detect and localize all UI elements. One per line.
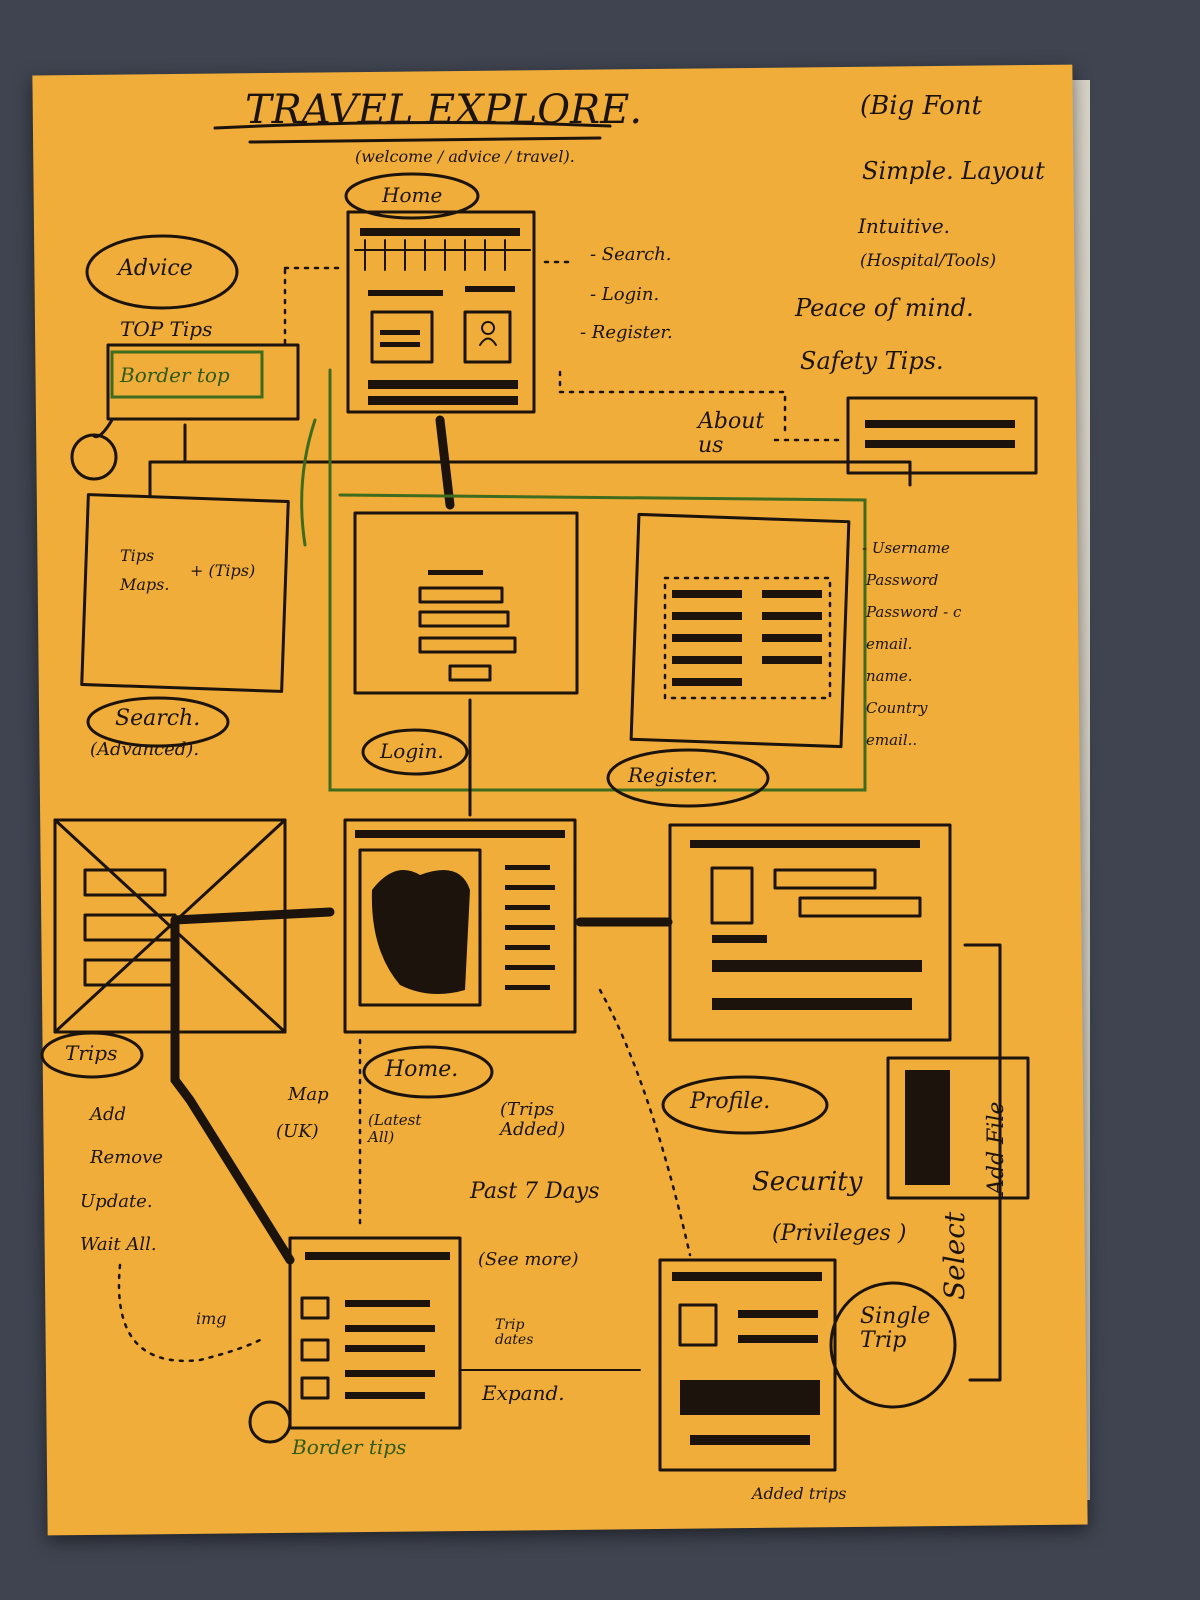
home-mid-trips-added: (Trips Added): [500, 1099, 566, 1140]
trips-action-update: Update.: [80, 1191, 153, 1212]
search-panel: [80, 493, 290, 693]
top-note-2: Simple. Layout: [862, 157, 1045, 185]
register-label: Register.: [628, 763, 718, 787]
top-note-6: Safety Tips.: [800, 347, 944, 375]
home-item-search: - Search.: [590, 244, 672, 265]
privileges-label: (Privileges ): [772, 1221, 907, 1246]
home-mid-label: Home.: [385, 1057, 459, 1082]
search-label: Search.: [115, 706, 201, 731]
single-trip-circle: [829, 1281, 957, 1409]
see-more-label: (See more): [478, 1249, 579, 1270]
single-trip-label: Single Trip: [860, 1304, 931, 1354]
home-mid-latest: (Latest All): [368, 1111, 422, 1146]
top-note-4: (Hospital/Tools): [860, 251, 997, 271]
trip-dates-label: Trip dates: [495, 1317, 534, 1349]
register-screen: [629, 512, 851, 749]
home-item-login: - Login.: [590, 284, 660, 305]
top-note-3: Intuitive.: [858, 214, 951, 238]
home-item-register: - Register.: [580, 322, 673, 343]
register-ellipse: [606, 748, 770, 808]
home-top-screen: [346, 210, 536, 414]
home-top-ellipse: [344, 172, 480, 220]
img-label: img: [196, 1309, 227, 1328]
select-label: Select: [938, 1211, 971, 1300]
border-top-box: [106, 343, 300, 421]
added-trips-label: Added trips: [752, 1484, 847, 1503]
register-field-3: Password - c: [866, 603, 962, 621]
border-tips-label: Border tips: [292, 1435, 407, 1459]
register-field-4: email.: [866, 635, 913, 653]
trips-box: [53, 818, 287, 1034]
top-tips-label: TOP Tips: [120, 317, 213, 341]
top-note-5: Peace of mind.: [795, 294, 974, 322]
profile-label: Profile.: [690, 1089, 771, 1114]
home-mid-ellipse: [362, 1045, 494, 1099]
trips-action-add: Add: [90, 1104, 127, 1125]
register-field-5: name.: [866, 667, 913, 685]
help-circle-bottom: [248, 1400, 292, 1444]
home-top-label: Home: [382, 183, 443, 207]
profile-ellipse: [661, 1075, 829, 1135]
main-connector: [148, 423, 912, 497]
trips-action-waitall: Wait All.: [80, 1234, 157, 1255]
top-note-1: (Big Font: [860, 91, 982, 121]
advice-ellipse: [85, 234, 239, 310]
profile-screen: [668, 823, 952, 1042]
help-circle: [70, 433, 118, 481]
add-file-box: [886, 1056, 1030, 1200]
page-subtitle: (welcome / advice / travel).: [355, 147, 575, 166]
home-top-nav: [354, 239, 531, 271]
about-box: [846, 396, 1038, 475]
login-ellipse: [361, 728, 469, 776]
register-field-1: - Username: [862, 539, 950, 557]
trips-action-remove: Remove: [90, 1147, 163, 1168]
search-sub-label: (Advanced).: [90, 739, 200, 760]
security-label: Security: [752, 1167, 863, 1197]
register-field-7: email..: [866, 731, 918, 749]
home-mid-uk: (UK): [276, 1121, 319, 1142]
register-field-2: Password: [866, 571, 939, 589]
add-file-label: Add File: [984, 1101, 1009, 1195]
trips-ellipse: [40, 1031, 144, 1079]
home-mid-past7: Past 7 Days: [470, 1179, 600, 1204]
search-ellipse: [86, 696, 230, 748]
search-panel-addtips: + (Tips): [190, 561, 256, 580]
login-label: Login.: [380, 739, 444, 763]
page-title: TRAVEL EXPLORE.: [245, 87, 643, 133]
home-mid-map: Map: [288, 1084, 329, 1105]
search-panel-maps: Maps.: [120, 575, 170, 594]
register-field-6: Country: [866, 699, 928, 717]
trips-list-screen: [288, 1236, 462, 1430]
title-underline: [213, 120, 612, 144]
about-label: About us: [698, 409, 765, 459]
border-top-label: Border top: [120, 363, 230, 387]
login-screen: [353, 511, 579, 695]
expand-label: Expand.: [482, 1381, 565, 1405]
advice-label: Advice: [118, 256, 193, 281]
trips-label: Trips: [65, 1041, 118, 1065]
home-mid-screen: [343, 818, 577, 1034]
search-panel-tips: Tips: [120, 546, 155, 565]
